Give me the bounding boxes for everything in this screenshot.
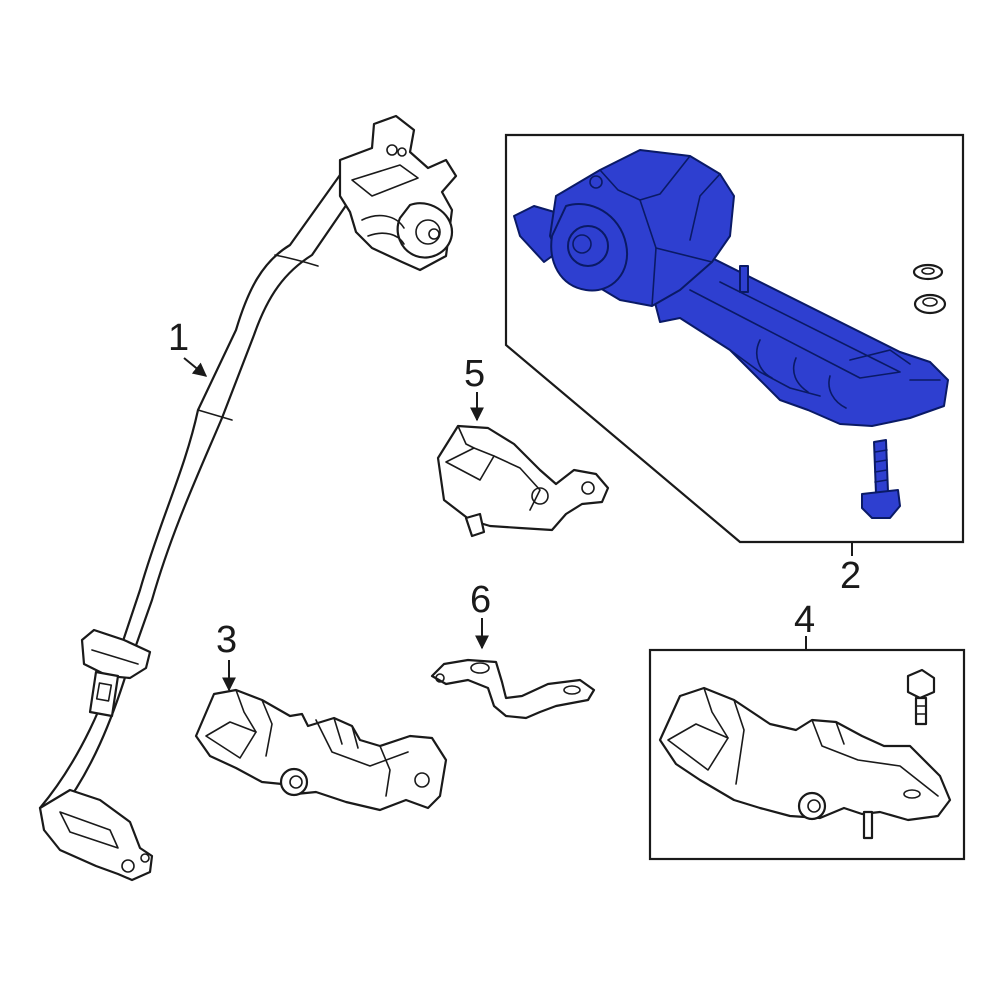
svg-text:5: 5 <box>464 353 485 395</box>
callout-3: 3 <box>216 619 237 692</box>
callout-4: 4 <box>794 599 815 641</box>
part-1-seat-belt-assembly[interactable] <box>38 114 458 882</box>
part-4-buckle-assembly[interactable] <box>658 686 952 840</box>
part-2-retractor-box <box>504 133 965 556</box>
callout-2: 2 <box>840 555 861 597</box>
part-2-bolt[interactable] <box>861 439 901 519</box>
svg-text:3: 3 <box>216 619 237 661</box>
part-3-buckle-bracket[interactable] <box>194 688 448 812</box>
callout-6: 6 <box>470 579 491 650</box>
callout-1: 1 <box>168 317 208 377</box>
part-4-bolt[interactable] <box>906 668 936 726</box>
svg-text:4: 4 <box>794 599 815 641</box>
part-2-washers[interactable] <box>912 263 947 315</box>
part-6-bracket[interactable] <box>430 658 596 720</box>
part-5-buckle[interactable] <box>436 424 610 538</box>
svg-text:1: 1 <box>168 317 189 359</box>
part-4-box <box>648 636 966 861</box>
svg-text:6: 6 <box>470 579 491 621</box>
part-2-retractor-assembly[interactable] <box>513 149 949 427</box>
callout-5: 5 <box>464 353 485 422</box>
svg-text:2: 2 <box>840 555 861 597</box>
